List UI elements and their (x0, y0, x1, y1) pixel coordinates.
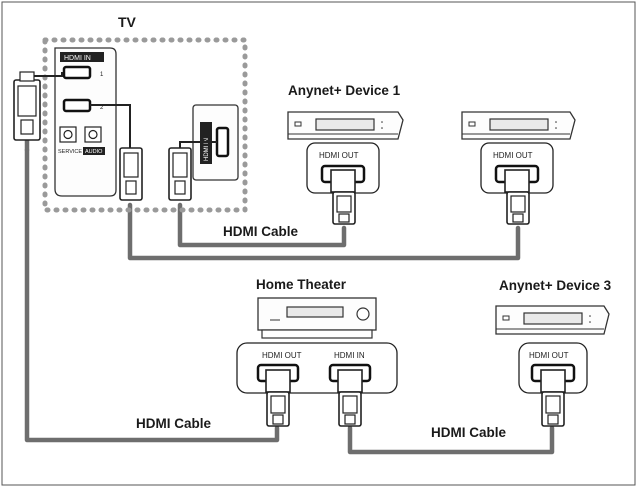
home-theater-disc-slot (286, 306, 344, 318)
tv-hdmi-port-1 (62, 65, 92, 80)
cable-bottom-left-label: HDMI Cable (136, 416, 212, 431)
cable-tv-to-home-theater (24, 147, 280, 443)
tv-side-lead (179, 141, 217, 148)
tv-side-hdmi-port (215, 126, 230, 158)
device-2-disc-slot (489, 118, 549, 131)
tv-port-2-number: 2 (100, 105, 104, 111)
device-1-disc-slot (315, 118, 375, 131)
cable-tv-to-device-1 (177, 202, 347, 248)
home-theater-hdmi-in-label: HDMI IN (334, 351, 365, 360)
device-3-label: Anynet+ Device 3 (499, 278, 612, 293)
tv-audio-label: AUDIO (85, 149, 103, 155)
cable-home-theater-to-device-3 (347, 425, 555, 455)
tv-hdmi-in-header (60, 52, 104, 62)
tv-port-1-number: 1 (100, 72, 104, 78)
tv-service-label: SERVICE (58, 149, 82, 155)
tv-dotted-border (42, 37, 248, 213)
device-1-label: Anynet+ Device 1 (288, 83, 401, 98)
tv-side-hdmi-label: HDMI IN (204, 138, 210, 161)
tv-hdmi-port-2 (62, 98, 92, 113)
tv-port-2-lead (90, 104, 131, 148)
home-theater: Home Theater HDMI OUT HDMI IN (236, 277, 398, 427)
plug-tv-side (168, 147, 192, 201)
plug-tv-port-2 (119, 147, 143, 201)
tv-audio-header (83, 147, 105, 155)
anynet-device-2: HDMI OUT (461, 111, 576, 225)
cable-top-label: HDMI Cable (223, 224, 299, 239)
device-2-hdmi-out-label: HDMI OUT (493, 151, 533, 160)
device-1-hdmi-out-label: HDMI OUT (319, 151, 359, 160)
tv-label: TV (118, 14, 137, 30)
home-theater-hdmi-out-label: HDMI OUT (262, 351, 302, 360)
device-3-disc-slot (523, 312, 583, 325)
home-theater-knob (356, 307, 370, 321)
device-3-hdmi-out-label: HDMI OUT (529, 351, 569, 360)
cable-tv-to-device-2 (127, 202, 521, 261)
tv-terminal-block (54, 47, 117, 197)
tv-audio-jack-hole (88, 129, 98, 140)
tv-service-jack-hole (63, 129, 73, 140)
anynet-device-1: Anynet+ Device 1 HDMI OUT (287, 83, 404, 225)
tv-panel: TV HDMI IN 1 2 SERVICE AUDIO HDMI IN (42, 14, 248, 213)
anynet-device-3: Anynet+ Device 3 HDMI OUT (495, 278, 612, 427)
cable-bottom-right-label: HDMI Cable (431, 425, 507, 440)
tv-hdmi-in-label: HDMI IN (64, 55, 91, 62)
plug-tv-port-1 (13, 71, 63, 153)
home-theater-label: Home Theater (256, 277, 347, 292)
